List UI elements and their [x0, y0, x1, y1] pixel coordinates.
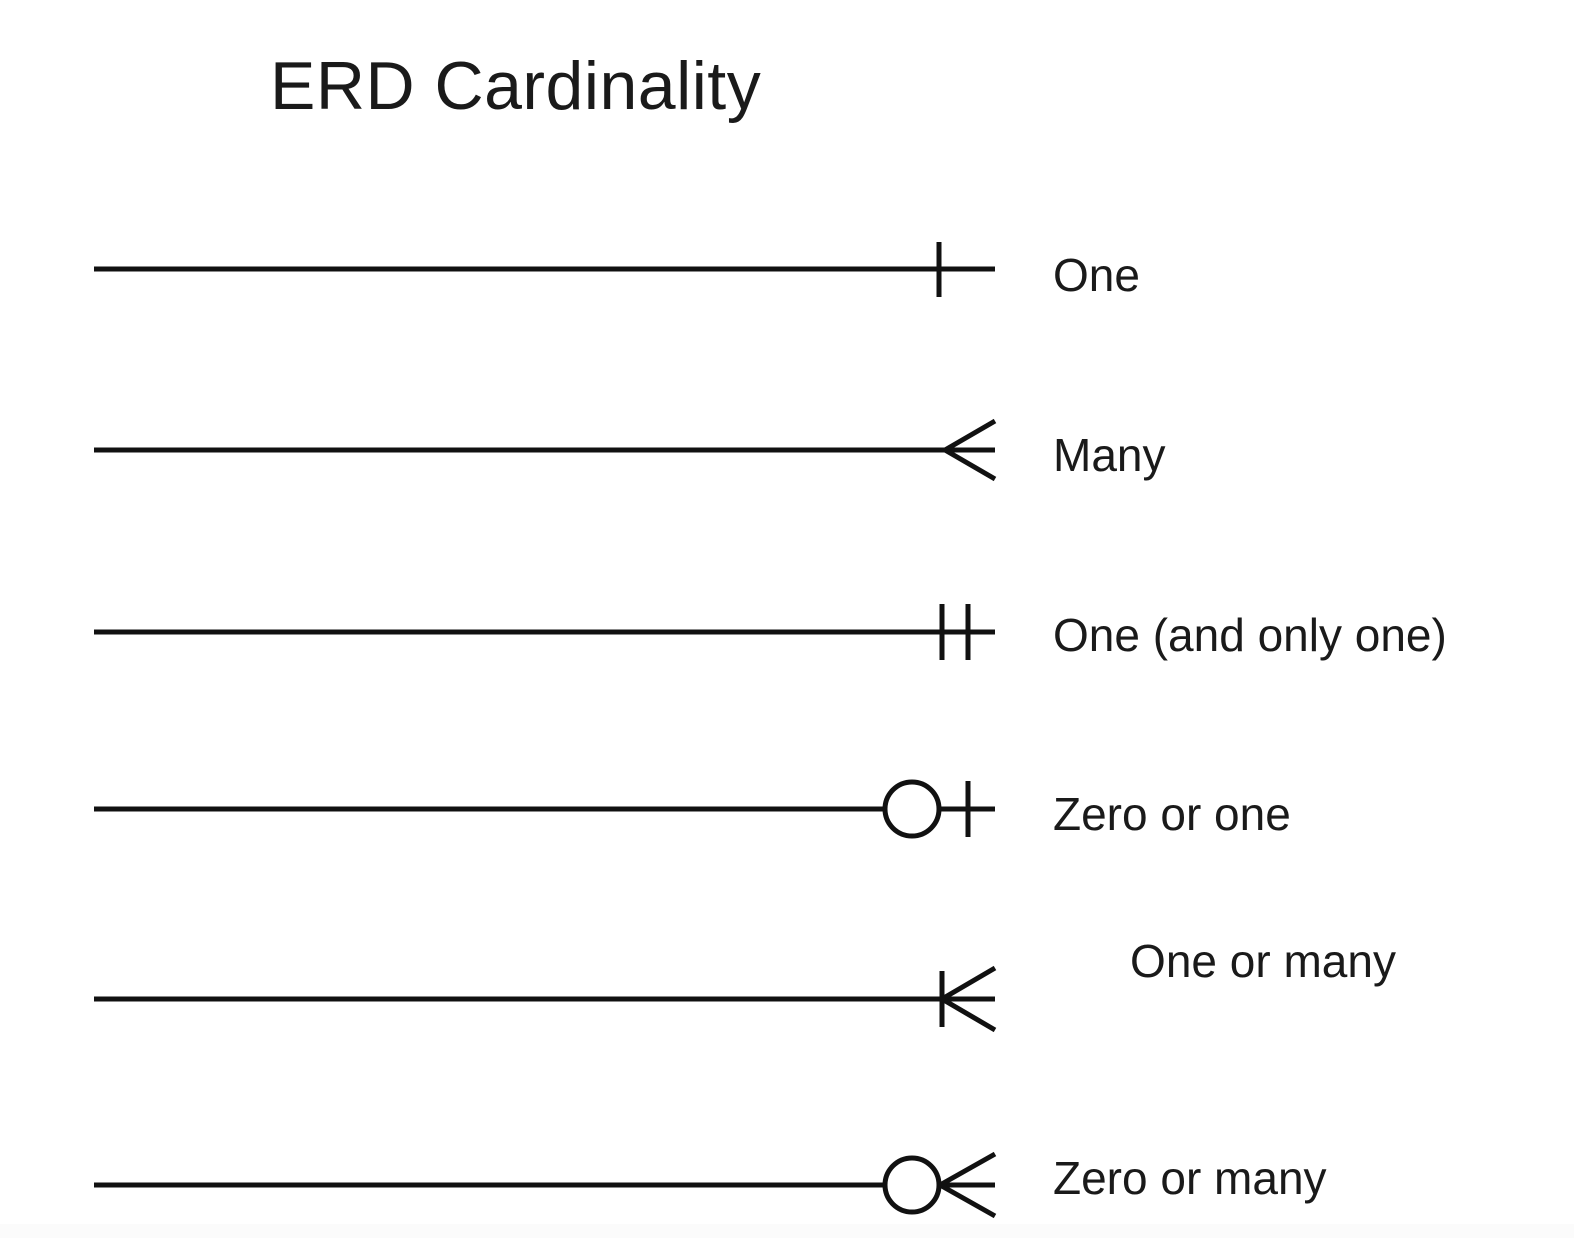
legend-label-zero-or-many: Zero or many — [1053, 1152, 1327, 1204]
crows-foot-icon — [938, 1151, 997, 1219]
bottom-edge-strip — [0, 1224, 1574, 1238]
page-title: ERD Cardinality — [270, 48, 762, 124]
legend-label-one-or-many: One or many — [1130, 935, 1396, 987]
notation-zero-or-many — [90, 1130, 1010, 1238]
crows-foot-icon — [943, 418, 997, 482]
crows-foot-icon — [940, 965, 997, 1033]
legend-label-one-and-only-one: One (and only one) — [1053, 609, 1447, 661]
zero-circle-icon — [882, 1155, 942, 1215]
notation-many — [90, 390, 1010, 510]
notation-one — [90, 209, 1010, 329]
notation-one-or-many — [90, 930, 1010, 1050]
legend-label-one: One — [1053, 249, 1140, 301]
legend-label-zero-or-one: Zero or one — [1053, 788, 1291, 840]
notation-one-and-only-one — [90, 572, 1010, 692]
zero-circle-icon — [882, 779, 942, 839]
legend-label-many: Many — [1053, 429, 1166, 481]
notation-zero-or-one — [90, 749, 1010, 869]
